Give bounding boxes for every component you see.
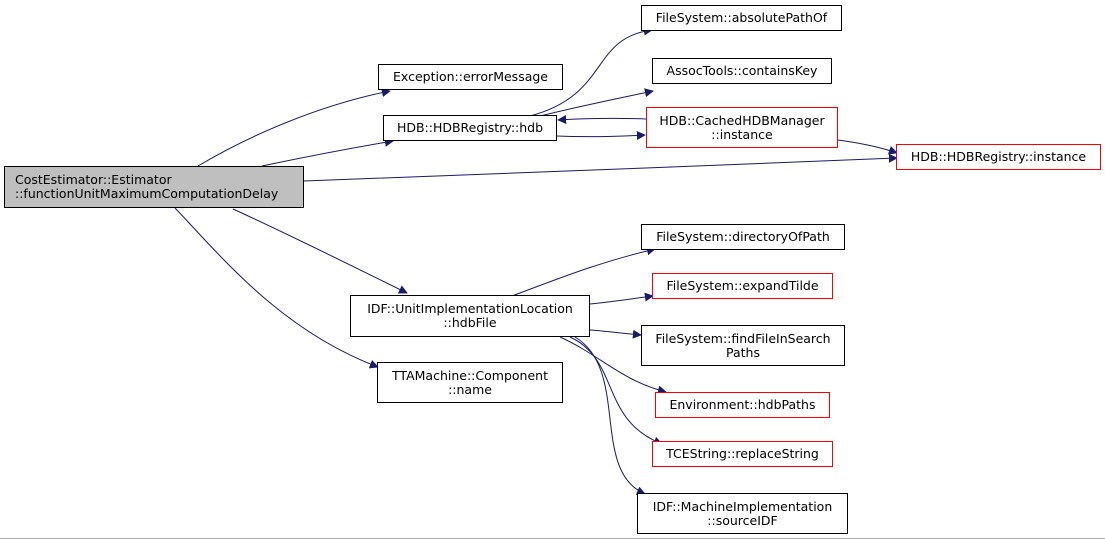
node-label: Environment::hdbPaths: [669, 397, 816, 412]
edge-root-idfhdb: [232, 208, 408, 294]
node-label: FileSystem::directoryOfPath: [656, 229, 830, 244]
bottom-divider: [0, 538, 1105, 539]
node-unitimplementationlocation-hdbfile[interactable]: IDF::UnitImplementationLocation ::hdbFil…: [350, 295, 590, 337]
node-filesystem-expand-tilde[interactable]: FileSystem::expandTilde: [652, 273, 833, 299]
node-filesystem-absolute-path-of[interactable]: FileSystem::absolutePathOf: [641, 5, 842, 31]
edge-root-reginst: [303, 153, 898, 182]
edge-idfhdb-sourceidf: [574, 336, 646, 495]
node-exception-error-message[interactable]: Exception::errorMessage: [378, 64, 563, 90]
edge-idfhdb-expand: [589, 292, 654, 305]
node-costestimator-function-unit-maximum-computation-delay: CostEstimator::Estimator ::functionUnitM…: [4, 166, 304, 208]
node-assoctools-contains-key[interactable]: AssocTools::containsKey: [652, 58, 832, 84]
edge-idfhdb-replace: [569, 336, 663, 446]
node-ttamachine-component-name[interactable]: TTAMachine::Component ::name: [377, 362, 563, 403]
node-label: TCEString::replaceString: [666, 446, 819, 461]
node-label: HDB::HDBRegistry::instance: [910, 149, 1087, 164]
node-machineimplementation-source-idf[interactable]: IDF::MachineImplementation ::sourceIDF: [637, 493, 848, 534]
node-label-line1: CostEstimator::Estimator: [15, 172, 172, 187]
edge-idfhdb-envhdb: [559, 336, 667, 395]
node-label-line1: IDF::MachineImplementation: [652, 498, 833, 514]
node-label: AssocTools::containsKey: [666, 63, 818, 78]
node-label: FileSystem::absolutePathOf: [655, 10, 828, 25]
node-label-line2: ::sourceIDF: [707, 512, 778, 528]
node-hdbregistry-hdb[interactable]: HDB::HDBRegistry::hdb: [383, 115, 557, 141]
edge-cached-hdb: [557, 115, 647, 124]
node-label-line1: HDB::CachedHDBManager: [659, 112, 825, 128]
edge-idfhdb-findfile: [589, 329, 642, 339]
node-label-line2: ::hdbFile: [443, 315, 497, 330]
node-hdbregistry-instance[interactable]: HDB::HDBRegistry::instance: [896, 144, 1101, 170]
node-environment-hdb-paths[interactable]: Environment::hdbPaths: [655, 392, 830, 418]
node-filesystem-find-file-in-search-paths[interactable]: FileSystem::findFileInSearch Paths: [641, 325, 845, 366]
edge-hdb-assoc: [539, 88, 654, 117]
edge-hdb-cached: [555, 130, 646, 140]
node-filesystem-directory-of-path[interactable]: FileSystem::directoryOfPath: [641, 224, 845, 250]
node-label-line1: IDF::UnitImplementationLocation: [367, 301, 573, 316]
node-tcestring-replace-string[interactable]: TCEString::replaceString: [652, 441, 833, 467]
edge-hdb-abs: [529, 26, 653, 117]
edge-root-hdb: [261, 137, 394, 167]
node-label-line1: FileSystem::findFileInSearch: [655, 330, 831, 346]
node-label-line1: TTAMachine::Component: [392, 367, 548, 383]
node-label-line2: ::name: [448, 381, 492, 397]
node-label: HDB::HDBRegistry::hdb: [396, 120, 544, 135]
node-label: Exception::errorMessage: [393, 69, 548, 84]
edge-root-exception: [197, 88, 391, 167]
node-cachedhdbmanager-instance[interactable]: HDB::CachedHDBManager ::instance: [646, 107, 838, 148]
node-label-line2: ::instance: [711, 126, 773, 142]
node-label: FileSystem::expandTilde: [666, 278, 819, 293]
node-label-line2: Paths: [726, 344, 760, 360]
edge-idfhdb-dirof: [511, 246, 656, 297]
node-label-line2: ::functionUnitMaximumComputationDelay: [15, 186, 279, 201]
edge-root-compname: [174, 207, 379, 369]
edge-cached-reginst: [837, 139, 898, 155]
